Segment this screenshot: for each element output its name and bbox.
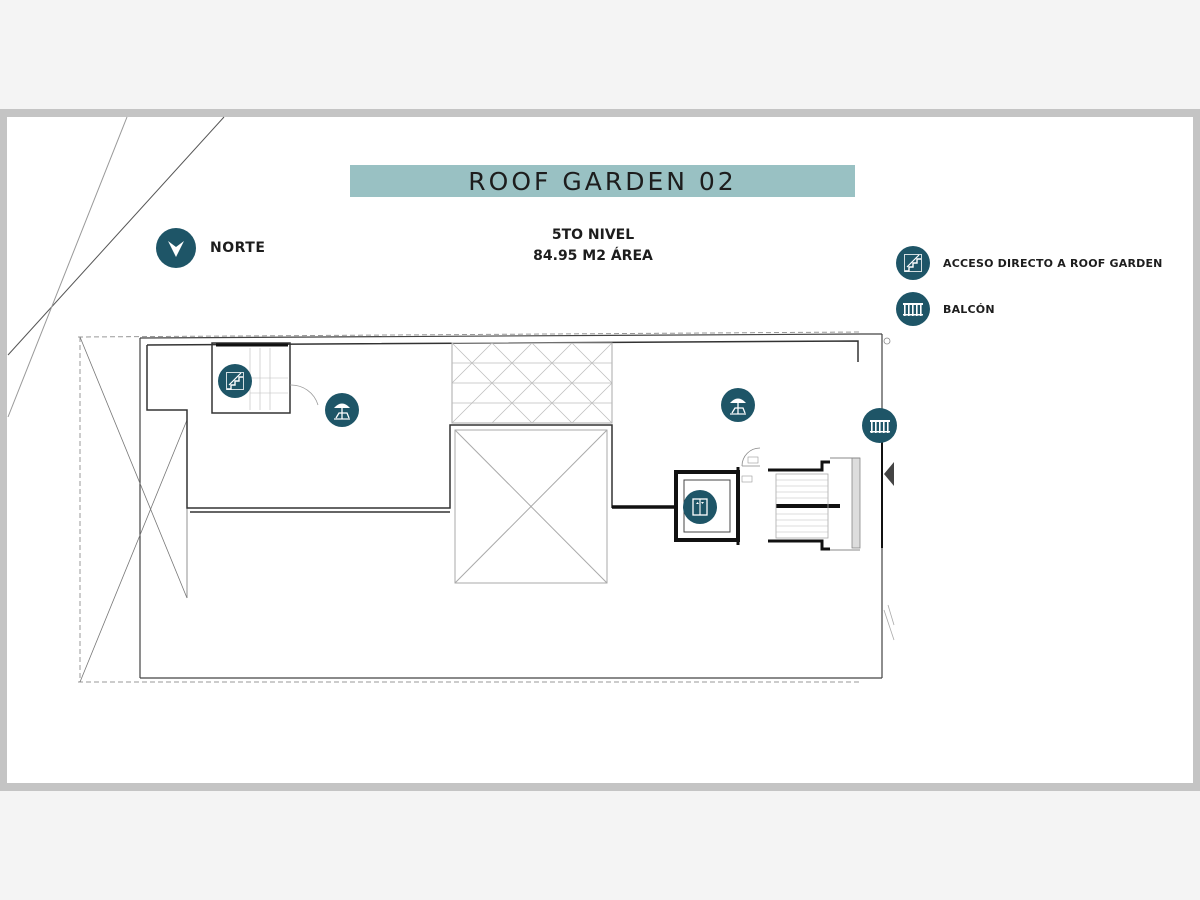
legend-item-stairs: ACCESO DIRECTO A ROOF GARDEN [896,246,1163,280]
stairs-icon [218,364,252,398]
legend-label: ACCESO DIRECTO A ROOF GARDEN [943,256,1163,270]
railing-icon [896,292,930,326]
north-arrow-icon [156,228,196,268]
legend: ACCESO DIRECTO A ROOF GARDEN BALCÓN [896,246,1163,338]
construction-lines [7,116,225,418]
legend-label: BALCÓN [943,302,995,316]
north-indicator: NORTE [156,228,265,268]
left-void [79,336,188,683]
area-label: 84.95 M2 ÁREA [533,248,653,264]
rooftop-stair [211,342,319,414]
lot-boundary [77,331,863,683]
balcony-edge [881,337,895,641]
level-area-block: 5TO NIVEL 84.95 M2 ÁREA [500,225,686,267]
railing-icon [862,408,897,443]
page-title: ROOF GARDEN 02 [468,166,737,196]
level-label: 5TO NIVEL [551,227,635,243]
title-banner: ROOF GARDEN 02 [350,165,855,197]
stairs-icon [896,246,930,280]
umbrella-lounger-icon [721,388,755,422]
umbrella-lounger-icon [325,393,359,427]
elevator-icon [683,490,717,524]
terrace-walls [146,340,859,513]
plan-frame [0,109,1200,791]
planter-pattern [451,342,613,424]
central-void [454,429,608,584]
main-staircase [736,447,861,551]
north-label: NORTE [210,240,266,256]
legend-item-balcony: BALCÓN [896,292,1163,326]
